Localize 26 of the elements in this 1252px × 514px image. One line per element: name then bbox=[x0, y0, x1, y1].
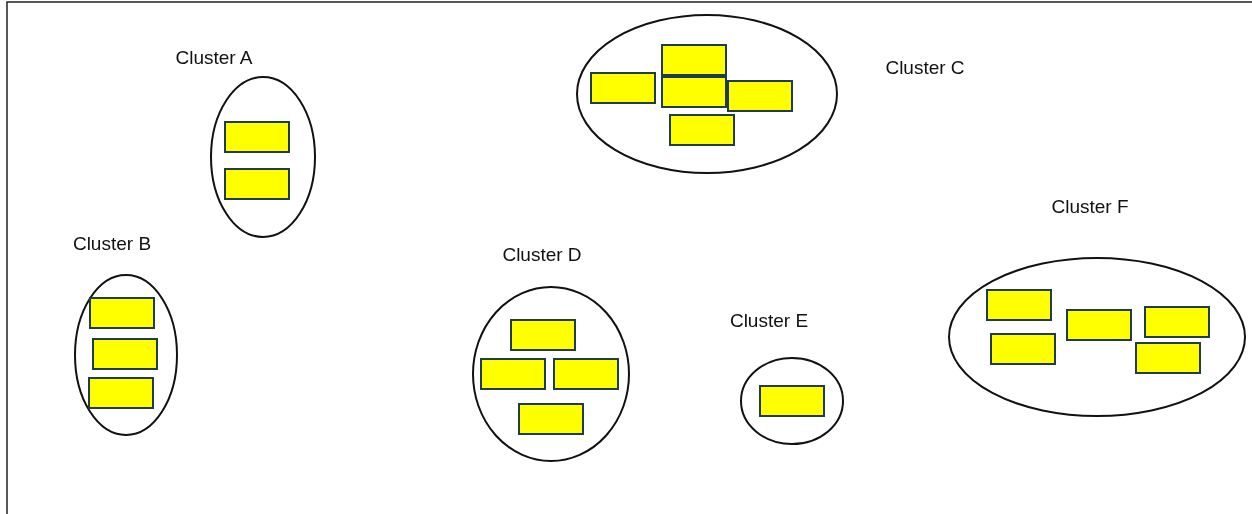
card bbox=[661, 44, 727, 76]
card bbox=[88, 377, 154, 409]
card bbox=[1066, 309, 1132, 341]
cluster-label: Cluster A bbox=[175, 47, 253, 69]
card bbox=[986, 289, 1052, 321]
card bbox=[480, 358, 546, 390]
cluster-label: Cluster E bbox=[729, 310, 809, 332]
card bbox=[990, 333, 1056, 365]
card bbox=[510, 319, 576, 351]
card bbox=[553, 358, 619, 390]
card bbox=[224, 168, 290, 200]
cluster-label: Cluster F bbox=[1051, 196, 1129, 218]
card bbox=[224, 121, 290, 153]
card bbox=[759, 385, 825, 417]
card bbox=[1144, 306, 1210, 338]
card bbox=[727, 80, 793, 112]
cluster-label: Cluster B bbox=[72, 233, 152, 255]
cluster-label: Cluster C bbox=[885, 57, 965, 79]
card bbox=[92, 338, 158, 370]
card bbox=[669, 114, 735, 146]
card bbox=[89, 297, 155, 329]
card bbox=[590, 72, 656, 104]
card bbox=[518, 403, 584, 435]
card bbox=[661, 76, 727, 108]
cluster-label: Cluster D bbox=[502, 244, 582, 266]
card bbox=[1135, 342, 1201, 374]
